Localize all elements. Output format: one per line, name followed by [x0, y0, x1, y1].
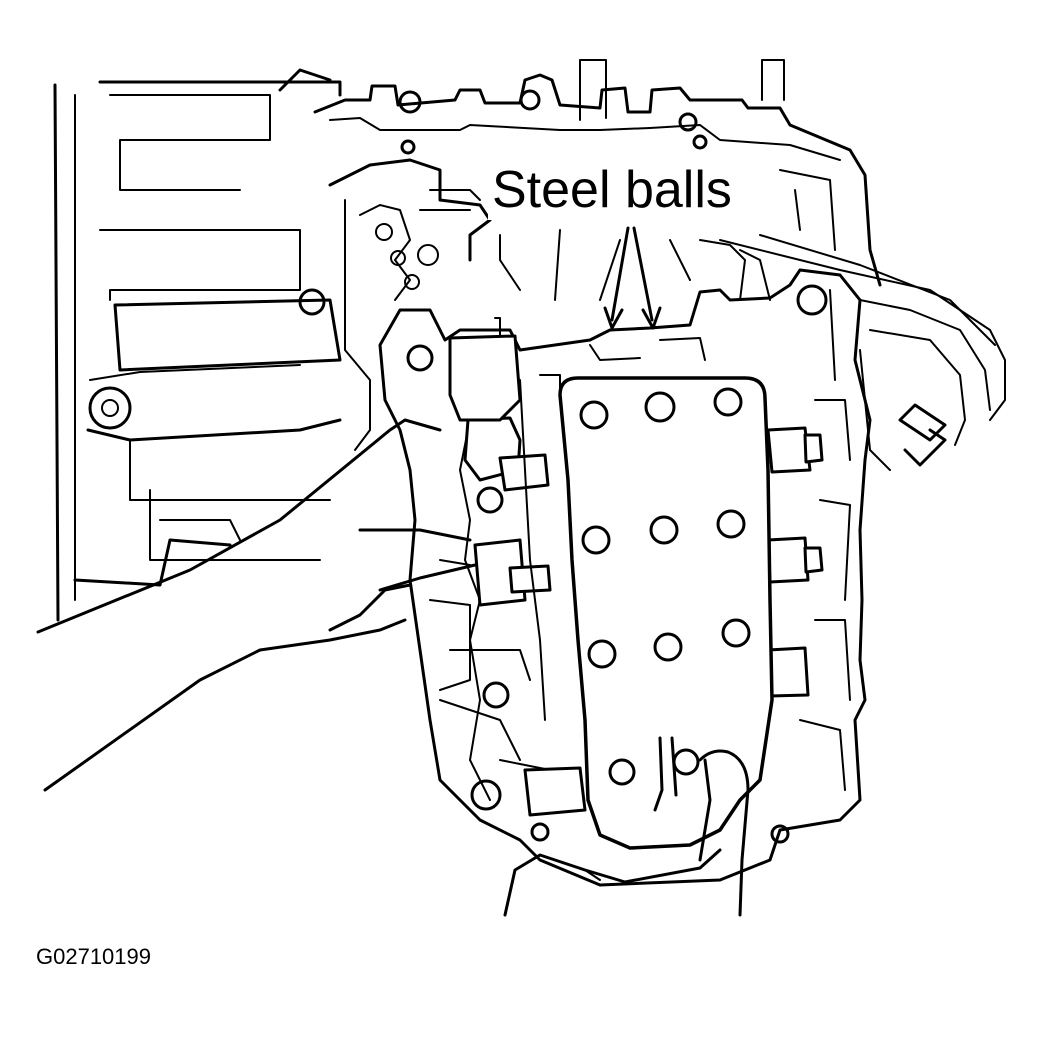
figure-id: G02710199 — [36, 944, 151, 969]
transmission-case — [53, 59, 882, 622]
separator-plate — [519, 374, 774, 850]
steel-balls-label: Steel balls — [488, 160, 736, 220]
wire-harness — [719, 234, 1006, 471]
plate-holes — [579, 387, 751, 786]
steel-balls-arrows — [603, 226, 662, 330]
left-hand — [36, 418, 477, 792]
valve-body — [378, 268, 872, 887]
right-hand — [503, 749, 750, 917]
